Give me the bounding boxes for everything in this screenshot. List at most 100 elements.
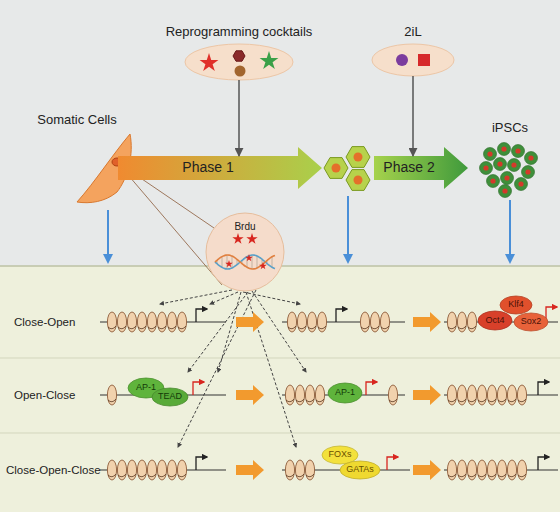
step-arrow — [413, 460, 441, 480]
dna-wrap — [158, 326, 166, 329]
ipsc-nucleus — [518, 181, 523, 186]
nucleosome — [297, 312, 306, 332]
dna-wrap — [308, 326, 316, 329]
nucleosome — [147, 312, 156, 332]
nucleosome — [107, 460, 116, 480]
ipsc-cell — [512, 145, 525, 158]
ipsc-cell — [487, 175, 500, 188]
active-promoter — [546, 307, 557, 320]
ipsc-cell — [525, 152, 538, 165]
label-star — [259, 262, 267, 269]
dashed-arrow — [218, 292, 241, 372]
dna-wrap — [128, 474, 136, 477]
hexagon-cell — [346, 147, 370, 168]
flow-arrow — [412, 76, 414, 156]
nucleosome — [295, 385, 304, 405]
dna-wrap — [518, 474, 526, 477]
nucleosome — [315, 385, 324, 405]
dna-wrap — [518, 399, 526, 402]
active-promoter — [366, 382, 377, 395]
dna-wrap — [508, 399, 516, 402]
dna-wrap — [108, 399, 116, 402]
leader-line — [117, 162, 222, 285]
nucleosome — [507, 385, 516, 405]
nucleosome — [370, 312, 379, 332]
nucleosome — [167, 460, 176, 480]
oval-outline — [340, 461, 380, 479]
step-arrow — [413, 385, 441, 405]
dna-wrap — [138, 326, 146, 329]
dna-rung — [272, 257, 273, 267]
ipsc-cell — [515, 178, 528, 191]
cell-cluster: iPSCs — [478, 140, 542, 196]
nucleosome — [307, 312, 316, 332]
nucleosome — [107, 312, 116, 332]
node-heading: Reprogramming cocktails — [166, 25, 313, 39]
active-promoter — [193, 382, 204, 395]
ipsc-cell — [499, 185, 512, 198]
nucleosome — [497, 460, 506, 480]
nucleosome — [447, 460, 456, 480]
dna-wrap — [468, 474, 476, 477]
oval-outline — [372, 44, 454, 76]
nucleosome — [137, 312, 146, 332]
ipsc-nucleus — [490, 178, 495, 183]
circle-outline — [206, 213, 284, 291]
nucleosome — [477, 385, 486, 405]
nucleosome — [517, 460, 526, 480]
row-label: Close-Open — [14, 316, 75, 328]
dna-rung — [232, 256, 233, 268]
nucleosome — [467, 312, 476, 332]
step-arrow — [413, 312, 441, 332]
ipsc-nucleus — [501, 146, 506, 151]
dna-wrap — [128, 326, 136, 329]
nucleosome — [157, 460, 166, 480]
phase-arrow: Phase 1 — [118, 156, 298, 180]
oval-outline — [514, 313, 548, 331]
dashed-arrow — [160, 290, 232, 304]
active-promoter — [387, 457, 398, 470]
node-text: GATAs — [346, 465, 374, 475]
hexagon-cell — [233, 51, 245, 61]
stage-arrow — [107, 210, 109, 262]
ipsc-nucleus — [511, 162, 516, 167]
label-star — [232, 233, 243, 244]
ipsc-cell — [522, 166, 535, 179]
nucleosome — [295, 460, 304, 480]
stage-arrow — [509, 200, 511, 262]
label-star — [225, 260, 233, 267]
node-text: Oct4 — [485, 316, 504, 326]
dna-wrap — [458, 399, 466, 402]
inactive-promoter — [336, 309, 347, 322]
dna-wrap — [488, 474, 496, 477]
dna-wrap — [458, 474, 466, 477]
nucleosome — [517, 385, 526, 405]
nucleosome — [457, 460, 466, 480]
nucleosome — [447, 385, 456, 405]
hexagon-cell — [324, 158, 348, 179]
ipsc-cell — [484, 148, 497, 161]
dna-wrap — [381, 326, 389, 329]
dna-wrap — [448, 326, 456, 329]
arrow-body — [374, 147, 468, 189]
nucleosome — [457, 312, 466, 332]
dna-wrap — [168, 474, 176, 477]
oval-outline — [500, 296, 532, 314]
dna-wrap — [478, 474, 486, 477]
round-molecule — [235, 66, 246, 77]
factor-oval: Oct4 — [478, 311, 512, 330]
dna-wrap — [488, 399, 496, 402]
label-star — [245, 254, 253, 261]
node-heading: Somatic Cells — [37, 113, 116, 127]
phase-arrow: Phase 2 — [374, 156, 444, 180]
dna-wrap — [306, 474, 314, 477]
row-divider — [0, 433, 560, 434]
dna-wrap — [498, 399, 506, 402]
ipsc-nucleus — [504, 175, 509, 180]
dna-wrap — [498, 474, 506, 477]
nucleosome — [388, 385, 397, 405]
dna-wrap — [318, 326, 326, 329]
dna-wrap — [178, 474, 186, 477]
